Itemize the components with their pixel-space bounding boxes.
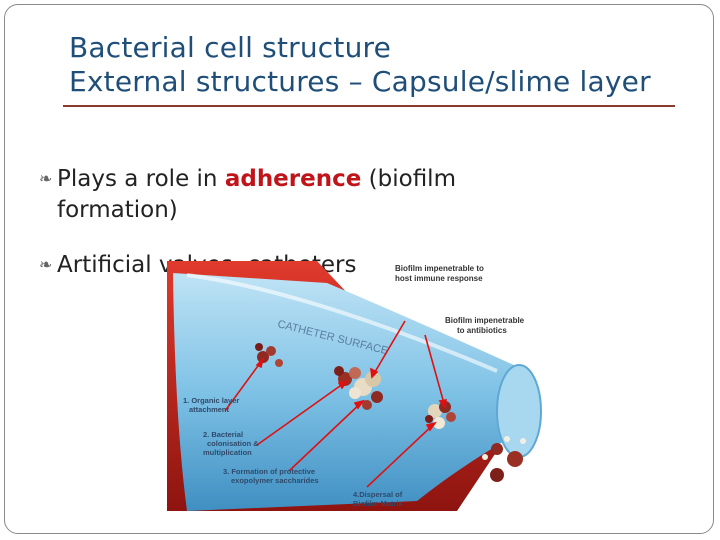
- step1-line2: attachment: [189, 405, 230, 414]
- pointer-arrows: [224, 320, 447, 488]
- highlight-adherence: adherence: [224, 166, 362, 192]
- tube-highlight: [186, 273, 498, 373]
- label-immune-2: host immune response: [395, 274, 483, 283]
- title-divider: [63, 105, 675, 107]
- label-antibiotics-1: Biofilm impenetrable: [445, 316, 525, 325]
- biofilm-catheter-illustration: CATHETER SURFACE Biofilm impenetrable to…: [167, 261, 542, 511]
- bullet-icon: ❧: [39, 169, 53, 188]
- label-immune-1: Biofilm impenetrable to: [395, 264, 484, 273]
- bacteria-clusters: [255, 343, 526, 482]
- label-antibiotics-2: to antibiotics: [457, 326, 507, 335]
- title-line-2: External structures – Capsule/slime laye…: [69, 65, 651, 98]
- step2-line1: 2. Bacterial: [203, 430, 243, 439]
- step1-line1: 1. Organic layer: [183, 396, 239, 405]
- title-line-1: Bacterial cell structure: [69, 31, 392, 64]
- slide: Bacterial cell structure External struct…: [4, 4, 714, 534]
- bullet-icon: ❧: [39, 255, 53, 274]
- step4-line2: Biofilm Matrix: [353, 499, 403, 508]
- step2-line2: colonisation &: [207, 439, 259, 448]
- step4-line1: 4.Dispersal of: [353, 490, 403, 499]
- step3-line1: 3. Formation of protective: [223, 467, 315, 476]
- bullet-adherence: ❧Plays a role in adherence (biofilm form…: [39, 163, 456, 226]
- step3-line2: exopolymer saccharides: [231, 476, 319, 485]
- slide-title: Bacterial cell structure External struct…: [69, 31, 651, 99]
- tube-opening: [496, 364, 542, 458]
- step2-line3: multiplication: [203, 448, 252, 457]
